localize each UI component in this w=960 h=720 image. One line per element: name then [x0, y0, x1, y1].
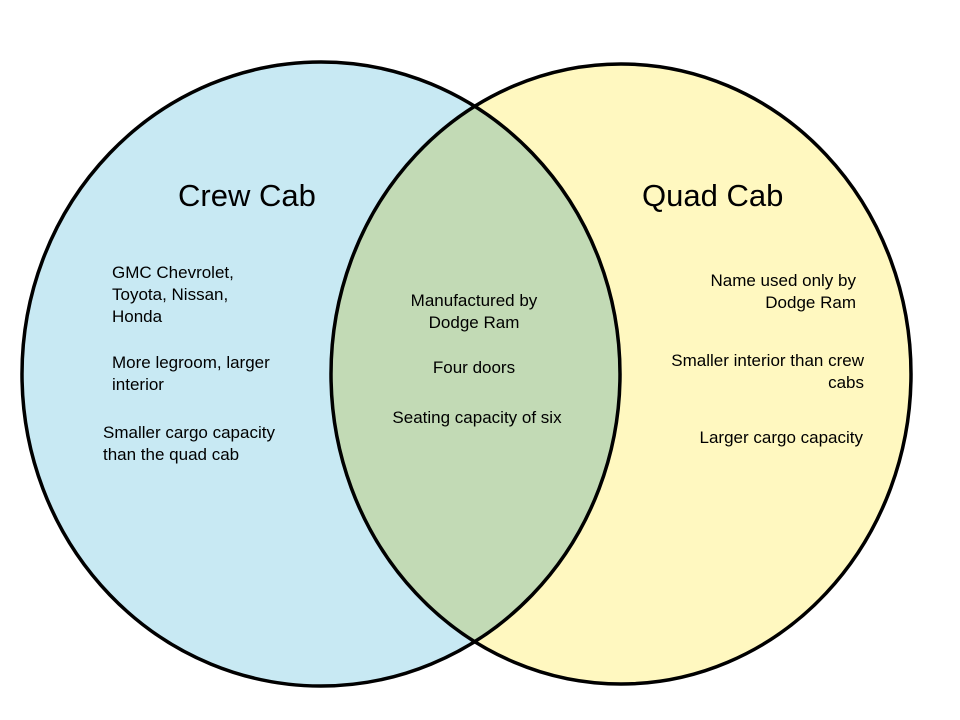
- shared-item: Seating capacity of six: [392, 408, 562, 427]
- quad-cab-item: Smaller interior than crew cabs: [671, 351, 864, 392]
- quad-cab-outline: [329, 62, 913, 686]
- quad-cab-item: Larger cargo capacity: [699, 428, 863, 447]
- crew-cab-item: GMC Chevrolet, Toyota, Nissan, Honda: [112, 263, 234, 326]
- overlap-region: [331, 64, 620, 684]
- quad-cab-item: Name used only by Dodge Ram: [710, 271, 856, 312]
- shared-item: Four doors: [432, 358, 516, 377]
- crew-cab-item: Smaller cargo capacity than the quad cab: [103, 423, 275, 464]
- crew-cab-item: More legroom, larger interior: [112, 353, 270, 394]
- crew-cab-title: Crew Cab: [178, 178, 316, 213]
- shared-item: Manufactured by Dodge Ram: [410, 291, 538, 332]
- quad-cab-title: Quad Cab: [642, 178, 784, 213]
- crew-cab-outline: [20, 60, 622, 688]
